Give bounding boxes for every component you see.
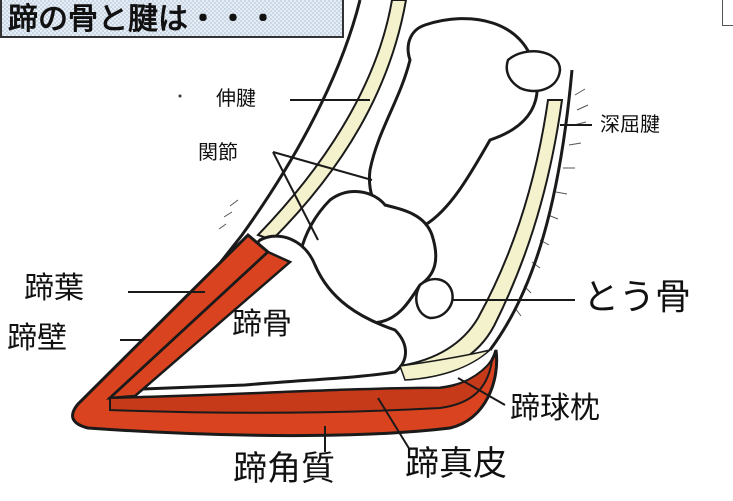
title-banner: 蹄の骨と腱は・・・ xyxy=(0,0,344,38)
label-coffin-bone: 蹄骨 xyxy=(232,310,292,340)
label-navicular-bone: とう骨 xyxy=(583,280,691,316)
label-hoof-horn: 蹄角質 xyxy=(233,452,335,486)
label-corium: 蹄真皮 xyxy=(405,447,507,481)
label-extensor-tendon: 伸腱 xyxy=(216,88,256,108)
page-title: 蹄の骨と腱は・・・ xyxy=(8,0,278,38)
label-laminae: 蹄葉 xyxy=(24,274,84,304)
sesamoid-bone xyxy=(507,51,560,91)
label-hoof-wall: 蹄壁 xyxy=(7,324,67,354)
label-digital-cushion: 蹄球枕 xyxy=(510,394,600,424)
navicular-bone-shape xyxy=(416,279,452,318)
corner-frame xyxy=(722,0,733,26)
label-joint: 関節 xyxy=(198,142,238,162)
label-deep-flexor-tendon: 深屈腱 xyxy=(600,114,660,134)
